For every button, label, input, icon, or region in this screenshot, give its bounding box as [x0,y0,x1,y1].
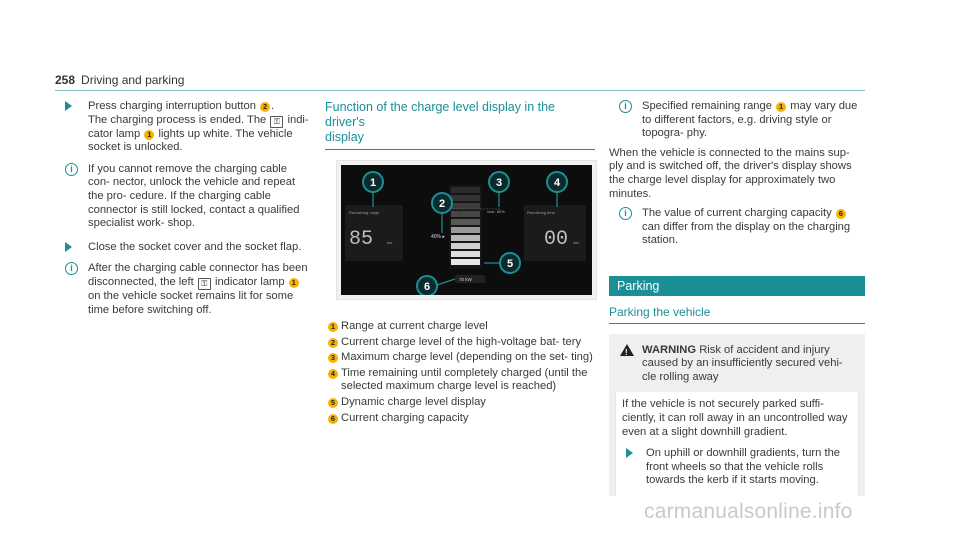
callout-badge: 2 [260,102,271,112]
section-rule [325,149,595,150]
page-number: 258 [55,73,76,87]
warning-body: If the vehicle is not securely parked su… [615,392,859,496]
column-middle: Function of the charge level display in … [325,100,597,427]
paragraph: When the vehicle is connected to the mai… [609,146,852,200]
left-panel [345,205,403,261]
capacity-box [455,275,485,283]
subsection-rule [609,322,865,324]
info-icon: i [65,162,78,176]
step-press-interruption: Press charging interruption button 2. Th… [55,100,310,155]
warning-label: WARNING [642,343,697,356]
info-note: i The value of current charging capacity… [609,207,865,248]
left-label: Remaining range [349,210,380,215]
info-icon: i [619,100,632,113]
column-left: Press charging interruption button 2. Th… [55,100,310,323]
callout-badge: 1 [144,129,155,140]
section-bar-parking: Parking [609,275,865,296]
right-unit: min [573,240,579,245]
callout-badge: 1 [776,102,787,112]
warning-headline: Risk of accident and injury caused by an… [642,343,843,383]
step-close-cover: Close the socket cover and the socket fl… [55,241,310,255]
column-right: i Specified remaining range 1 may vary d… [609,100,865,496]
step-arrow-icon [65,101,72,111]
step-arrow-icon [626,448,633,459]
callout-6: 6 [424,281,430,293]
callout-lines [372,192,558,286]
info-note: i After the charging cable connector has… [55,262,310,317]
pct-label: 40% ▸ [431,234,445,240]
unlock-icon: ⚿ [270,115,284,128]
callout-badge: 6 [835,209,846,220]
page-header: 258 Driving and parking [55,73,185,88]
charge-display-figure: Remaining range 85 km Remaining time 00 … [336,160,597,300]
step-arrow-icon [65,241,72,252]
callout-1: 1 [370,177,376,189]
callout-3: 3 [496,177,502,189]
header-rule [55,90,865,91]
warning-box: ! WARNING Risk of accident and injury ca… [609,333,865,496]
subsection-title: Parking the vehicle [609,304,711,319]
warning-header: ! WARNING Risk of accident and injury ca… [609,334,865,393]
callout-markers: 1 2 3 4 5 6 [362,171,568,295]
display-illustration: Remaining range 85 km Remaining time 00 … [341,165,592,295]
info-note: i Specified remaining range 1 may vary d… [609,100,865,141]
info-icon: i [619,207,632,221]
driver-display-screen: Remaining range 85 km Remaining time 00 … [341,165,592,295]
callout-4: 4 [554,177,561,189]
battery-level-bars [449,185,482,269]
left-value: 85 [349,228,373,251]
capacity-label: 75 kW [459,277,473,282]
right-panel [524,205,586,261]
watermark: carmanualsonline.info [644,500,853,523]
callout-2: 2 [439,198,445,210]
info-icon: i [65,262,78,276]
max-label: max. 80% [487,209,505,214]
right-value: 00 [544,228,568,251]
left-unit: km [387,240,393,245]
warning-step: On uphill or downhill gradients, turn th… [622,447,852,488]
callout-badge: 1 [288,277,299,288]
callout-5: 5 [507,258,513,270]
right-label: Remaining time [527,210,556,215]
unlock-icon: ⚿ [197,277,211,290]
section-name: Driving and parking [81,73,185,87]
info-note: i If you cannot remove the charging cabl… [55,162,310,231]
warning-triangle-icon: ! [620,343,634,357]
section-title: Function of the charge level display in … [325,100,555,144]
